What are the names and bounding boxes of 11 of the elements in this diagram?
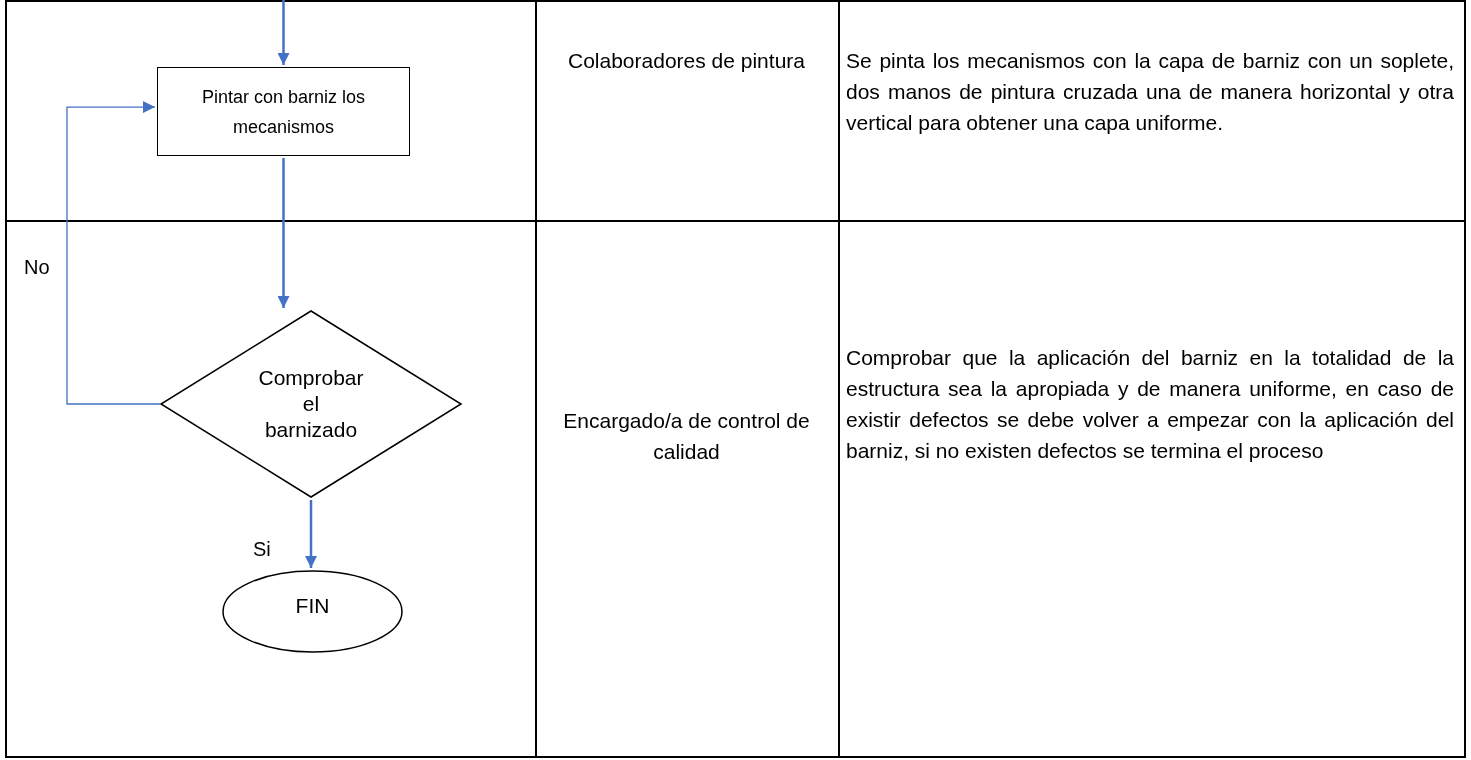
- arrow: [277, 158, 290, 308]
- arrow: [277, 0, 290, 65]
- role-text: Encargado/a de control de calidad: [562, 408, 811, 465]
- decision-label: Comprobar el barnizado: [257, 365, 365, 443]
- process-box: Pintar con barniz los mecanismos: [157, 67, 410, 156]
- description-text: Comprobar que la aplicación del barniz en la totalidad de la estructura sea la apropiada y de manera uniforme, en caso de existir defectos se debe volver a empezar con la aplicación del barniz, si no existen defectos se termina el proceso: [846, 345, 1454, 464]
- role-text: Colaboradores de pintura: [567, 48, 806, 74]
- description-text: Se pinta los mecanismos con la capa de barniz con un soplete, dos manos de pintura cruzada una de manera horizontal y otra vertical para obtener una capa uniforme.: [846, 48, 1454, 136]
- arrow: [305, 500, 317, 568]
- terminator-label: FIN: [294, 593, 331, 618]
- arrow: [66, 101, 161, 405]
